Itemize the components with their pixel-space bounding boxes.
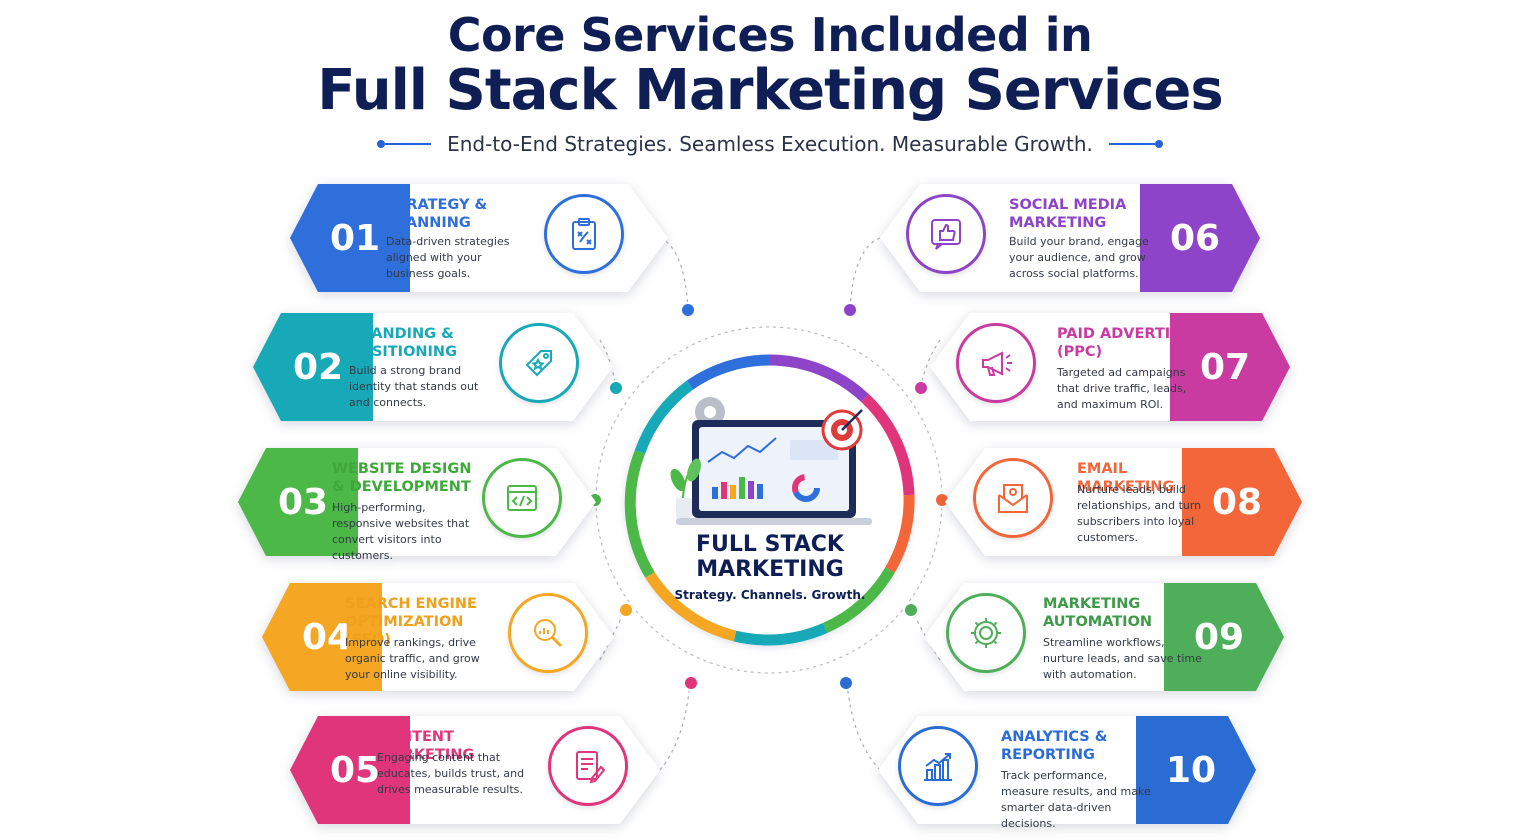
color-ring [624,354,915,646]
service-description: Build your brand, engage your audience, … [1009,235,1149,280]
subtitle-right-rule [1108,140,1163,148]
service-description: Targeted ad campaigns that drive traffic… [1057,366,1187,411]
service-card-04: 04 SEARCH ENGINE OPTIMIZATION (SEO) Impr… [262,583,614,691]
service-title: MARKETING AUTOMATION [1043,596,1153,630]
service-title: EMAIL MARKETING [1077,461,1175,495]
service-card-07: 07 PAID ADVERTISING (PPC) Targeted ad ca… [930,313,1290,421]
service-card-03: 03 WEBSITE DESIGN & DEVELOPMENT High-per… [238,448,596,562]
bar-chart-icon [898,726,978,806]
center-tagline: Strategy. Channels. Growth. [674,588,866,602]
magnifier-chart-icon [508,593,588,673]
mini-donut-icon [792,474,820,502]
service-number: 03 [238,448,358,556]
connector-dot-05 [683,675,699,691]
connector-dot-04 [618,602,634,618]
service-description: Build a strong brand identity that stand… [349,364,479,409]
service-description: Engaging content that educates, builds t… [377,751,525,796]
gear-icon [946,593,1026,673]
gear-decor-icon [695,397,725,427]
line-trend-icon [707,437,777,463]
service-number: 02 [253,313,373,421]
clipboard-strategy-icon [544,194,624,274]
center-title: FULL STACK MARKETING [620,532,920,582]
subtitle: End-to-End Strategies. Seamless Executio… [447,132,1093,156]
service-title: ANALYTICS & REPORTING [1001,729,1108,763]
service-title: SEARCH ENGINE OPTIMIZATION (SEO) [345,596,477,648]
brand-tag-icon [499,323,579,403]
connector-dot-09 [903,602,919,618]
plant-icon [670,458,701,519]
connector-dot-02 [608,380,624,396]
service-number: 06 [1140,184,1260,292]
service-title: SOCIAL MEDIA MARKETING [1009,197,1127,231]
service-title: BRANDING & POSITIONING [349,326,457,360]
service-card-09: 09 MARKETING AUTOMATION Streamline workf… [924,583,1284,691]
connector-dot-10 [838,675,854,691]
service-number: 07 [1170,313,1290,421]
subtitle-left-rule [377,140,432,148]
connector-dot-01 [680,302,696,318]
service-card-05: 05 CONTENT MARKETING Engaging content th… [290,716,660,824]
service-title: WEBSITE DESIGN & DEVELOPMENT [332,461,472,495]
service-title: PAID ADVERTISING (PPC) [1057,326,1211,360]
service-number: 05 [290,716,410,824]
code-window-icon [482,458,562,538]
center-title-line-1: FULL STACK [696,532,844,557]
center-title-line-2: MARKETING [696,557,844,582]
service-description: Track performance, measure results, and … [1001,769,1151,830]
document-pen-icon [548,726,628,806]
service-title: STRATEGY & PLANNING [386,197,488,231]
service-number: 04 [262,583,382,691]
service-card-06: 06 SOCIAL MEDIA MARKETING Build your bra… [880,184,1260,292]
connector-dot-07 [913,380,929,396]
service-description: Nurture leads, build relationships, and … [1077,483,1202,544]
target-icon [821,409,863,451]
envelope-icon [973,458,1053,538]
service-description: High-performing, responsive websites tha… [332,501,470,562]
service-card-08: 08 EMAIL MARKETING Nurture leads, build … [945,448,1302,556]
service-card-10: 10 ANALYTICS & REPORTING Track performan… [878,716,1256,830]
service-number: 01 [290,184,410,292]
connector-dot-06 [842,302,858,318]
mini-bars-icon [712,477,763,499]
service-number: 08 [1182,448,1302,556]
subtitle-row: End-to-End Strategies. Seamless Executio… [0,132,1540,156]
service-description: Improve rankings, drive organic traffic,… [345,636,480,681]
laptop-illustration [670,397,872,525]
service-card-02: 02 BRANDING & POSITIONING Build a strong… [253,313,613,421]
service-number: 10 [1136,716,1256,824]
title-line-1: Core Services Included in [447,8,1093,62]
service-description: Streamline workflows, nurture leads, and… [1043,636,1202,681]
title-line-2: Full Stack Marketing Services [317,58,1223,123]
thumbs-up-icon [906,194,986,274]
service-description: Data-driven strategies aligned with your… [386,235,510,280]
service-title: CONTENT MARKETING [377,729,475,763]
service-number: 09 [1164,583,1284,691]
megaphone-icon [956,323,1036,403]
service-card-01: 01 STRATEGY & PLANNING Data-driven strat… [290,184,668,292]
